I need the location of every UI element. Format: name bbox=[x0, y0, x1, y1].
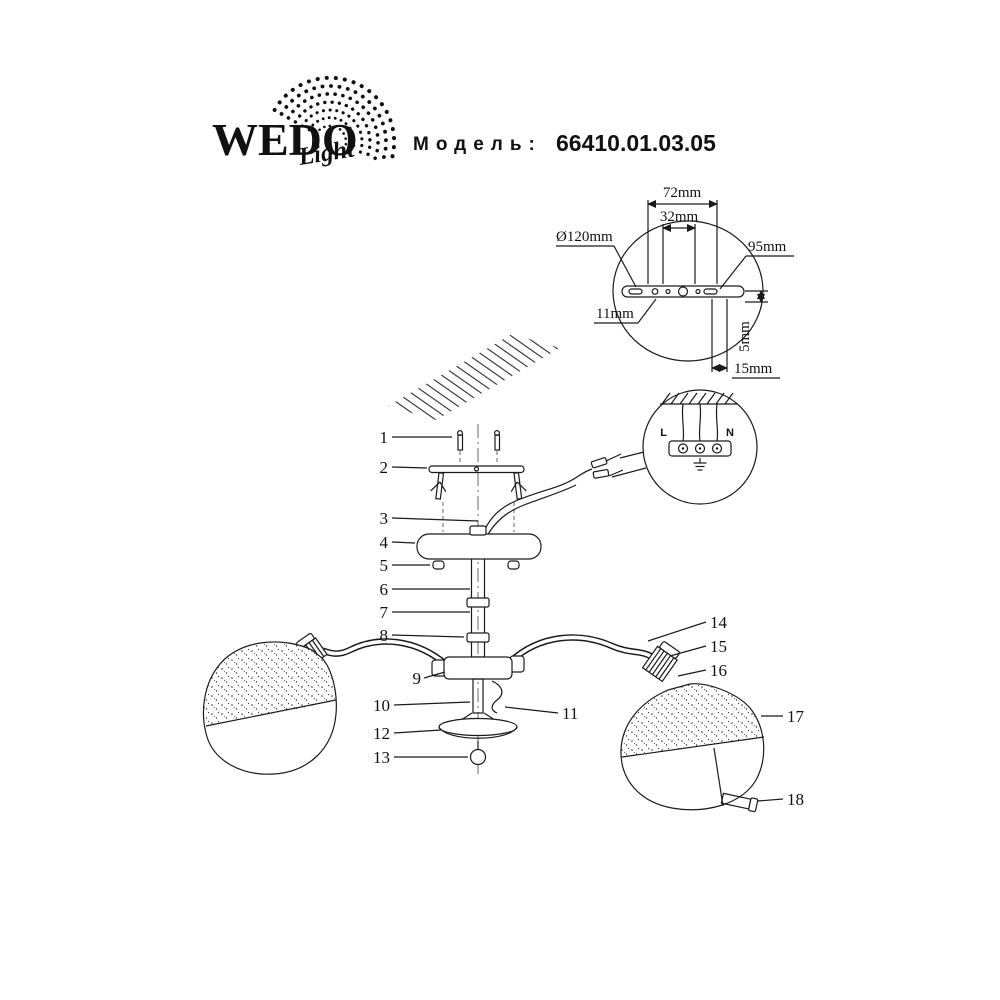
dim-11: 11mm bbox=[596, 306, 634, 322]
callout-10: 10 bbox=[373, 696, 390, 715]
callout-5: 5 bbox=[380, 556, 389, 575]
detail-leader-2 bbox=[611, 467, 647, 478]
wires bbox=[681, 403, 719, 442]
leader-4 bbox=[391, 541, 416, 544]
callout-1: 1 bbox=[380, 428, 389, 447]
arm-left bbox=[319, 638, 451, 669]
dim-5: 5mm bbox=[737, 321, 753, 352]
dim-dia120: Ø120mm bbox=[556, 229, 613, 245]
canopy-nut bbox=[469, 525, 487, 536]
leader-12 bbox=[393, 729, 442, 734]
leader-18 bbox=[757, 798, 784, 802]
callouts: 1 2 3 4 5 6 7 8 9 10 11 12 13 14 15 16 1… bbox=[373, 428, 805, 809]
callout-15: 15 bbox=[710, 637, 727, 656]
part-wire bbox=[482, 453, 624, 537]
exploded-view bbox=[202, 424, 765, 813]
callout-2: 2 bbox=[380, 458, 389, 477]
mount-bar bbox=[621, 285, 745, 298]
leader-3 bbox=[391, 517, 479, 522]
dim-15: 15mm bbox=[734, 361, 773, 377]
callout-6: 6 bbox=[380, 580, 389, 599]
callout-12: 12 bbox=[373, 724, 390, 743]
part-rod-upper bbox=[466, 555, 490, 658]
mount-dimension-detail: 72mm 32mm Ø120mm 95mm 11mm 5mm 15mm bbox=[556, 185, 794, 379]
part-dish bbox=[438, 712, 518, 749]
part-adapter bbox=[720, 792, 759, 813]
part-coupler-nut bbox=[466, 632, 490, 643]
wiring-detail-circle bbox=[642, 389, 758, 505]
model-label: Модель: bbox=[413, 134, 542, 155]
callout-18: 18 bbox=[787, 790, 804, 809]
dim-32: 32mm bbox=[660, 209, 699, 225]
callout-7: 7 bbox=[380, 603, 389, 622]
wiring-detail: L N bbox=[611, 389, 758, 505]
model-title: Модель: 66410.01.03.05 bbox=[413, 130, 716, 156]
callout-4: 4 bbox=[380, 533, 389, 552]
wire-n-label: N bbox=[726, 427, 734, 439]
arm-right bbox=[507, 634, 654, 665]
ground-symbol-icon bbox=[693, 458, 707, 471]
part-stem bbox=[472, 678, 484, 714]
leader-2 bbox=[391, 466, 428, 469]
leader-11 bbox=[504, 706, 559, 714]
shade-left bbox=[202, 641, 337, 775]
part-hook bbox=[491, 680, 503, 714]
peacock-fan-icon bbox=[272, 75, 397, 166]
part-canopy bbox=[416, 525, 542, 560]
leader-14 bbox=[647, 621, 707, 642]
socket-right bbox=[641, 641, 680, 683]
wire-l-label: L bbox=[660, 427, 667, 439]
leader-16 bbox=[677, 669, 707, 677]
dim-72: 72mm bbox=[663, 185, 702, 201]
leader-10 bbox=[393, 701, 471, 706]
model-number: 66410.01.03.05 bbox=[556, 130, 716, 156]
callout-16: 16 bbox=[710, 661, 727, 680]
leader-8 bbox=[391, 634, 465, 638]
dim-95: 95mm bbox=[748, 239, 787, 255]
part-rod-coupler bbox=[466, 597, 490, 608]
callout-11: 11 bbox=[562, 704, 578, 723]
callout-9: 9 bbox=[413, 669, 422, 688]
leader-9 bbox=[423, 671, 446, 679]
callout-8: 8 bbox=[380, 626, 389, 645]
callout-17: 17 bbox=[787, 707, 805, 726]
detail-leader-1 bbox=[619, 451, 645, 459]
callout-13: 13 bbox=[373, 748, 390, 767]
leader-15 bbox=[669, 645, 707, 657]
part-mounting-bar bbox=[428, 465, 527, 500]
logo: WEDO Light bbox=[212, 75, 397, 171]
shade-right bbox=[620, 683, 765, 811]
part-hub bbox=[431, 655, 525, 680]
part-finial-ball bbox=[469, 748, 487, 766]
ceiling-ticks bbox=[661, 392, 734, 405]
callout-3: 3 bbox=[380, 509, 389, 528]
ceiling-hatch bbox=[388, 334, 560, 420]
callout-14: 14 bbox=[710, 613, 728, 632]
part-screws bbox=[457, 430, 501, 451]
part-cap-nuts bbox=[432, 560, 520, 570]
brand-wordmark: WEDO bbox=[212, 114, 358, 165]
